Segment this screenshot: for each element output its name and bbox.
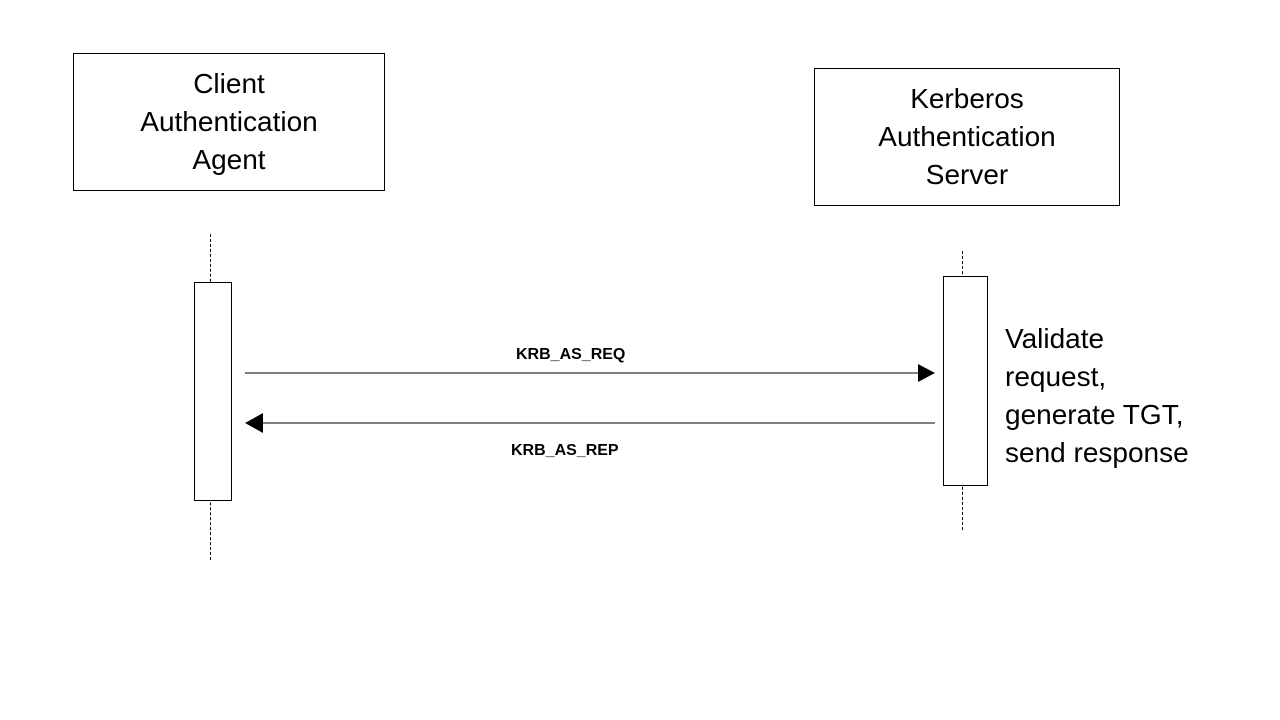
request-message-label: KRB_AS_REQ: [516, 346, 626, 363]
request-arrowhead: [918, 364, 935, 382]
kerberos-authentication-server-box: Kerberos Authentication Server: [814, 68, 1120, 206]
kerberos-authentication-server-label: Kerberos Authentication Server: [878, 83, 1056, 190]
reply-arrow: [245, 413, 935, 433]
client-authentication-agent-label: Client Authentication Agent: [140, 68, 318, 175]
reply-arrowhead: [245, 413, 263, 433]
client-authentication-agent-box: Client Authentication Agent: [73, 53, 385, 191]
client-activation-bar: [194, 282, 232, 501]
reply-message-label: KRB_AS_REP: [511, 442, 619, 459]
server-activation-bar: [943, 276, 988, 486]
request-arrow: [245, 364, 935, 382]
server-processing-note: Validate request, generate TGT, send res…: [1005, 323, 1189, 468]
